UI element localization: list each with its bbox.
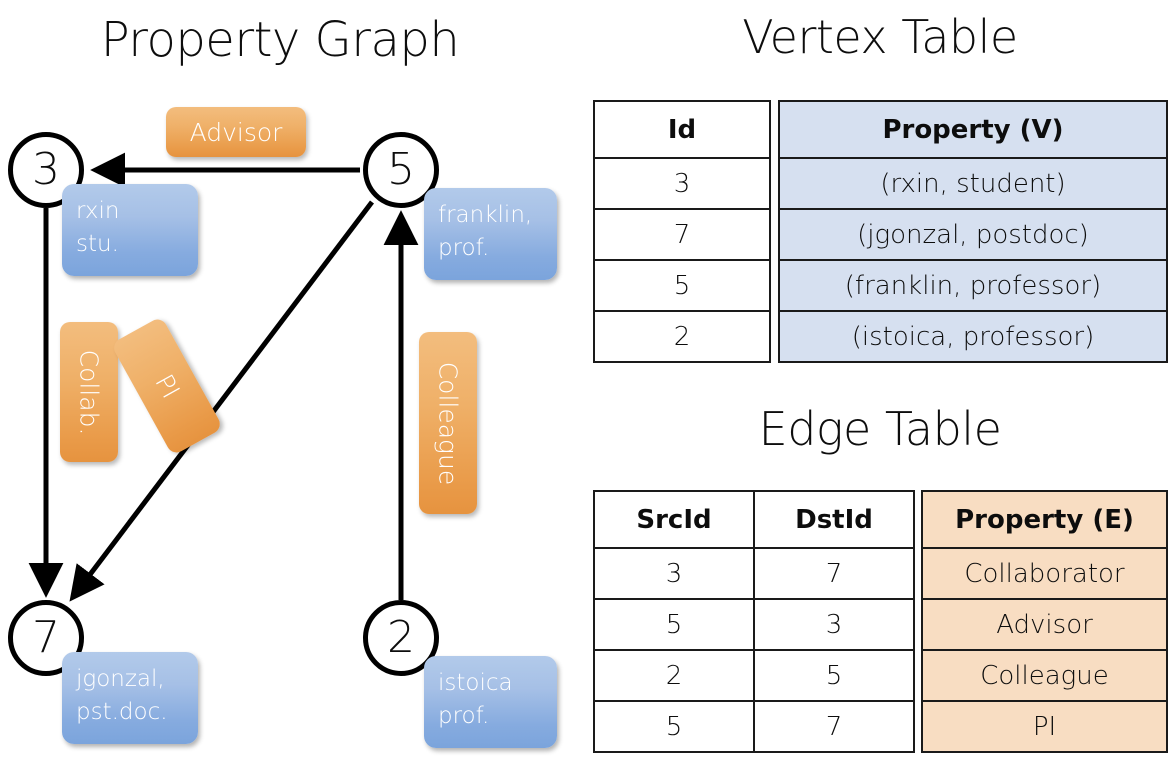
page-title-edge-table: Edge Table [758,402,1002,456]
table-row[interactable]: PI [921,700,1168,753]
table-row[interactable]: 3 [593,157,771,210]
table-row[interactable]: 2 [593,310,771,363]
vertex-cell-id: 5 [593,259,771,312]
table-row[interactable]: 5 7 [593,700,915,753]
table-row[interactable]: Advisor [921,598,1168,651]
edge-table-property-column: Property (E) Collaborator Advisor Collea… [921,490,1168,753]
table-row[interactable]: (rxin, student) [778,157,1168,210]
graph-node-7-label: 7 [32,612,60,663]
vertex-cell-property: (istoica, professor) [778,310,1168,363]
table-header-row: Id [593,100,771,159]
edge-table-src-dst-columns: SrcId DstId 3 7 5 3 2 5 5 7 [593,490,915,753]
edge-cell-dst: 5 [753,649,915,702]
vertex-cell-property: (rxin, student) [778,157,1168,210]
table-row[interactable]: (jgonzal, postdoc) [778,208,1168,261]
edge-label-colleague: Colleague [419,332,477,514]
vertex-cell-id: 3 [593,157,771,210]
table-row[interactable]: 3 7 [593,547,915,600]
edge-cell-dst: 7 [753,547,915,600]
edge-cell-dst: 3 [753,598,915,651]
vertex-cell-id: 2 [593,310,771,363]
vertex-cell-property: (franklin, professor) [778,259,1168,312]
graph-node-2[interactable]: 2 [363,600,439,676]
table-row[interactable]: Colleague [921,649,1168,702]
edge-label-advisor: Advisor [166,107,306,157]
edge-cell-property: PI [921,700,1168,753]
edge-cell-src: 5 [593,700,755,753]
table-header-row: Property (E) [921,490,1168,549]
vertex-col-header-id: Id [593,100,771,159]
table-row[interactable]: 5 [593,259,771,312]
table-row[interactable]: Collaborator [921,547,1168,600]
table-row[interactable]: (istoica, professor) [778,310,1168,363]
edge-label-pi-text: PI [148,369,186,403]
edge-label-colleague-text: Colleague [433,361,463,485]
edge-cell-property: Colleague [921,649,1168,702]
edge-cell-src: 2 [593,649,755,702]
table-row[interactable]: 2 5 [593,649,915,702]
vertex-table-property-column: Property (V) (rxin, student) (jgonzal, p… [778,100,1168,363]
property-graph-diagram [28,152,419,602]
graph-node-5-label: 5 [387,144,415,195]
table-row[interactable]: 5 3 [593,598,915,651]
vertex-cell-property: (jgonzal, postdoc) [778,208,1168,261]
edge-col-header-srcid: SrcId [593,490,755,549]
vertex-col-header-property: Property (V) [778,100,1168,159]
vertex-table-id-column: Id 3 7 5 2 [593,100,771,363]
graph-node-3-label: 3 [32,144,60,195]
node-property-box-2: istoica prof. [424,656,557,748]
table-row[interactable]: (franklin, professor) [778,259,1168,312]
edge-line-5-to-7 [69,200,374,602]
edge-col-header-property: Property (E) [921,490,1168,549]
table-header-row: Property (V) [778,100,1168,159]
node-property-box-7: jgonzal, pst.doc. [62,652,198,744]
edge-cell-src: 5 [593,598,755,651]
vertex-cell-id: 7 [593,208,771,261]
edge-label-collab-text: Collab. [74,349,104,435]
node-property-box-5: franklin, prof. [424,188,557,280]
node-property-box-3: rxin stu. [62,184,198,276]
graph-node-2-label: 2 [387,612,415,663]
page-title-property-graph: Property Graph [100,12,460,68]
edge-cell-property: Collaborator [921,547,1168,600]
edge-col-header-dstid: DstId [753,490,915,549]
edge-cell-src: 3 [593,547,755,600]
edge-label-advisor-text: Advisor [189,117,283,147]
edge-cell-property: Advisor [921,598,1168,651]
page-title-vertex-table: Vertex Table [742,10,1018,64]
edge-cell-dst: 7 [753,700,915,753]
table-row[interactable]: 7 [593,208,771,261]
table-header-row: SrcId DstId [593,490,915,549]
graph-node-5[interactable]: 5 [363,132,439,208]
edge-label-collab: Collab. [60,322,118,462]
